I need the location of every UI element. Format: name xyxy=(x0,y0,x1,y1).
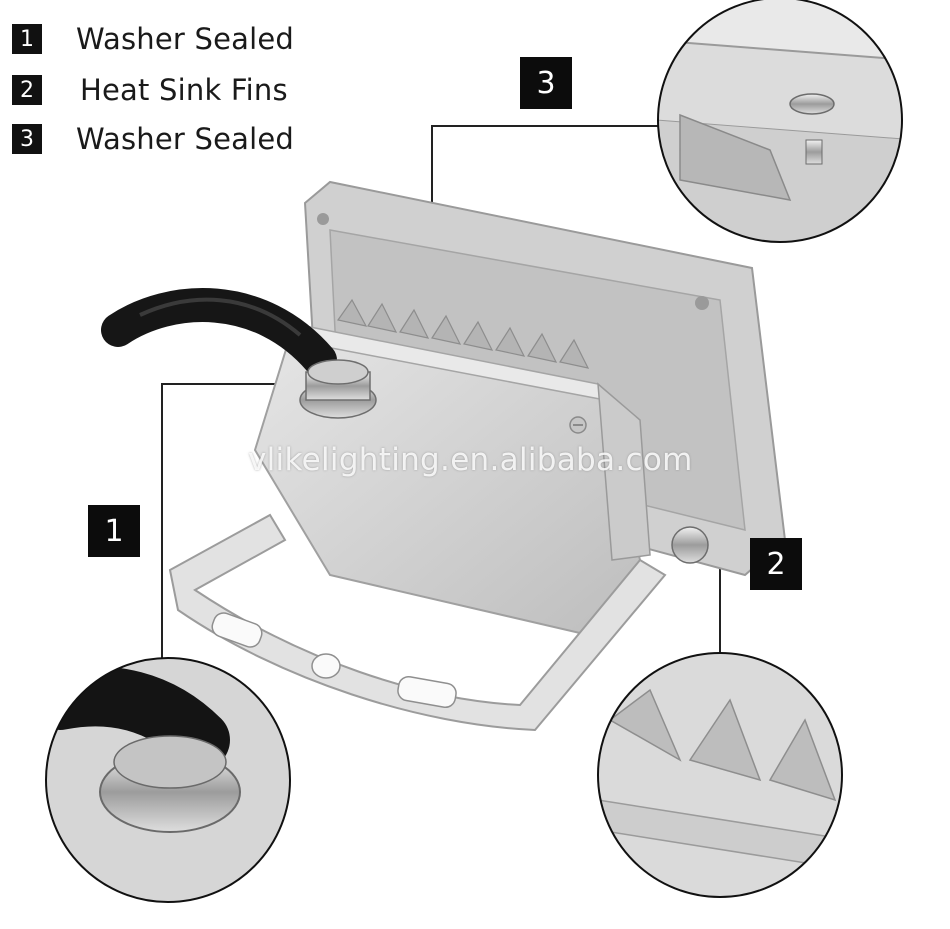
legend-label: Washer Sealed xyxy=(76,22,294,56)
heat-sink-fins xyxy=(336,298,590,369)
zoom-heat-sink xyxy=(597,652,843,898)
legend-label: Washer Sealed xyxy=(76,122,294,156)
legend-item-3: 3 Washer Sealed xyxy=(12,122,294,156)
callout-3: 3 xyxy=(520,57,572,109)
zoom-washer-cable xyxy=(45,657,291,903)
legend-number-badge: 3 xyxy=(12,124,42,154)
legend-number-badge: 1 xyxy=(12,24,42,54)
cable-gland xyxy=(299,359,377,419)
watermark-text: vlikelighting.en.alibaba.com xyxy=(248,442,693,478)
power-cable xyxy=(101,288,337,377)
legend-label: Heat Sink Fins xyxy=(80,73,288,107)
callout-1: 1 xyxy=(88,505,140,557)
zoom-washer-top xyxy=(657,0,903,243)
callout-2: 2 xyxy=(750,538,802,590)
legend-item-1: 1 Washer Sealed xyxy=(12,22,294,56)
legend-number-badge: 2 xyxy=(12,75,42,105)
legend-item-2: 2 Heat Sink Fins xyxy=(12,73,288,107)
mounting-bracket xyxy=(168,513,709,732)
